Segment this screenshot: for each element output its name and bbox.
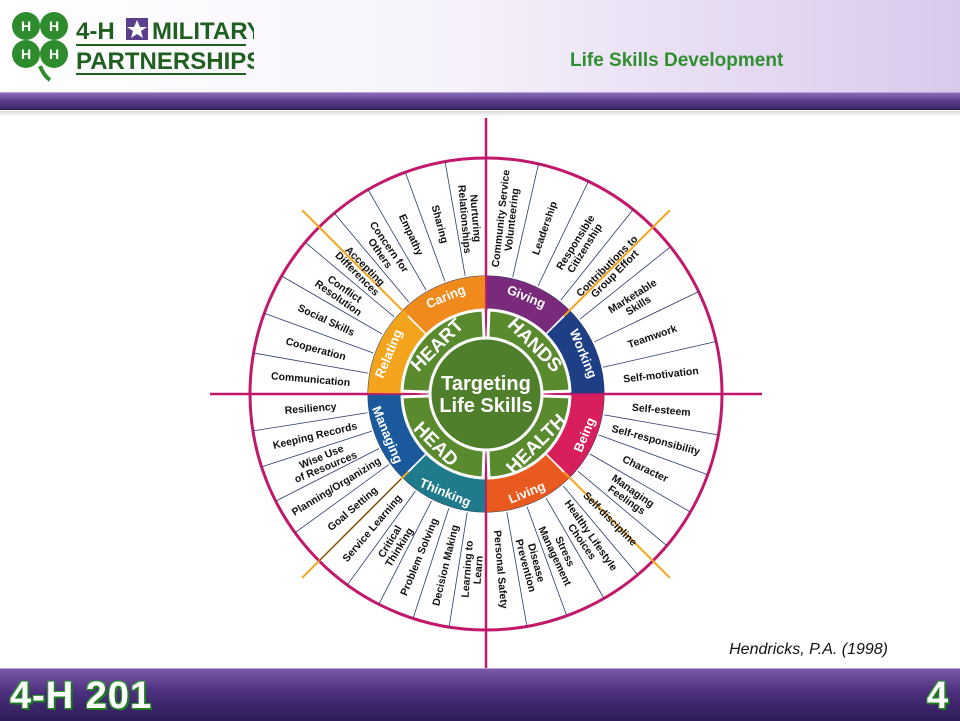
skill-spoke [404,172,446,282]
center-circle [428,336,544,452]
4h-military-partnerships-logo: H H H H 4-H MILITARY PARTNERSHIPS [12,12,254,82]
skill-spoke [252,412,368,432]
skill-spoke [604,414,719,436]
slide-header: H H H H 4-H MILITARY PARTNERSHIPS Life S… [0,0,960,92]
svg-text:Resiliency: Resiliency [284,401,337,417]
skill-spoke [333,212,410,303]
skill-spoke [579,246,671,320]
skill-spoke [448,512,468,628]
page-number: 4 [926,675,948,717]
skill-spoke [562,485,639,576]
category-divider [563,209,671,317]
skill-spoke [577,470,668,547]
footer-title: 4-H 201 [10,675,153,717]
category-divider [301,209,409,317]
skill-spoke [593,291,699,343]
logo-line1-suffix: MILITARY [152,18,254,45]
center-label: Targeting [441,373,531,395]
svg-text:Learning to: Learning to [459,540,475,598]
skill-spoke [367,189,427,291]
slide-subtitle: Life Skills Development [570,50,784,71]
category-segment [486,276,569,335]
header-band [0,92,960,117]
skill-spoke [506,512,528,627]
skill-spoke [281,275,383,335]
skill-spoke [526,506,568,616]
svg-text:H: H [21,46,31,62]
skill-label: Resiliency [284,401,337,417]
svg-text:H: H [49,18,59,34]
skill-spoke [602,341,717,368]
skill-spoke [304,241,395,318]
category-divider [563,471,671,579]
category-segment [368,394,427,477]
star-icon [127,20,147,38]
skill-spoke [261,430,372,468]
skill-label: Self-esteem [631,402,691,419]
skill-spoke [560,209,634,301]
svg-text:Relationships: Relationships [455,184,473,254]
category-segment [545,394,604,477]
skill-spoke [318,478,402,562]
skill-spoke [378,500,432,605]
skill-spoke [412,508,450,619]
skill-spoke [598,434,708,476]
category-segment [486,453,569,512]
svg-text:H: H [21,18,31,34]
category-segment [545,311,604,394]
logo-line1-prefix: 4-H [76,18,115,45]
citation: Hendricks, P.A. (1998) [729,641,888,658]
slide-footer: 4-H 201 4 [0,668,960,721]
logo-line2: PARTNERSHIPS [76,48,254,75]
skill-spoke [537,181,589,287]
skill-spoke [346,490,416,586]
skill-spoke [512,163,539,278]
skill-spoke [545,497,605,599]
clover-icon: H H H H [12,12,68,82]
svg-text:Learn: Learn [472,555,486,584]
svg-text:Self-esteem: Self-esteem [631,402,691,419]
category-segment [403,453,486,512]
skill-spoke [264,312,374,354]
skill-spoke [589,453,691,513]
skill-spoke [253,352,368,374]
skill-spoke [275,448,380,502]
skill-spoke [444,161,466,276]
skill-spoke [294,464,390,534]
svg-text:Nurturing: Nurturing [467,194,483,243]
svg-text:H: H [49,46,59,62]
center-label: Life Skills [439,395,532,417]
category-segment [403,276,486,335]
category-segment [368,311,427,394]
